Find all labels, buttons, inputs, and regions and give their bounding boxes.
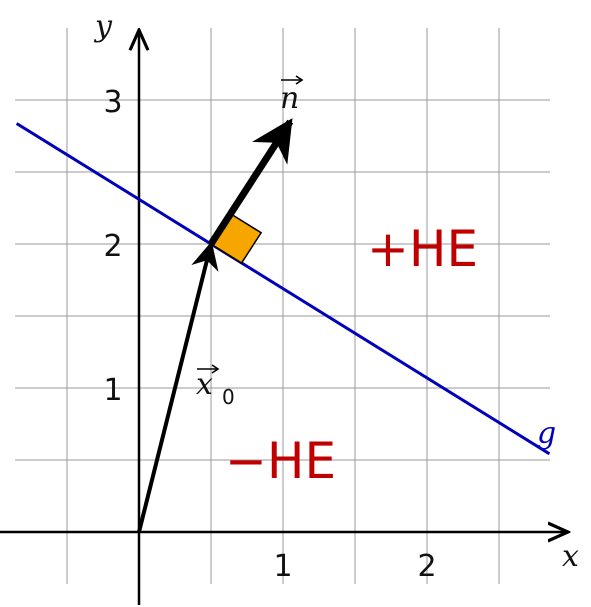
positive-half-plane-label: +HE: [367, 220, 478, 278]
normal-vector-label: n: [280, 75, 304, 116]
y-axis-label: y: [93, 9, 113, 44]
normal-vector-letter: n: [280, 81, 299, 116]
position-vector-letter: x: [196, 367, 213, 402]
normal-vector-n: [208, 118, 294, 246]
line-g-label: g: [537, 416, 556, 451]
x-axis-label: x: [562, 539, 579, 574]
x-tick-1: 1: [273, 549, 292, 584]
grid: [15, 28, 550, 584]
y-tick-3: 3: [103, 85, 122, 120]
line-g: [15, 122, 551, 456]
negative-half-plane-label: −HE: [225, 432, 336, 490]
position-vector-x0: [137, 241, 219, 533]
vector-arrow-icon: [197, 364, 220, 374]
position-vector-label: x 0: [196, 364, 235, 409]
vector-arrow-icon: [281, 75, 304, 85]
x-tick-2: 2: [417, 549, 436, 584]
y-tick-1: 1: [103, 373, 122, 408]
position-vector-subscript: 0: [222, 385, 235, 409]
y-tick-2: 2: [103, 229, 122, 264]
